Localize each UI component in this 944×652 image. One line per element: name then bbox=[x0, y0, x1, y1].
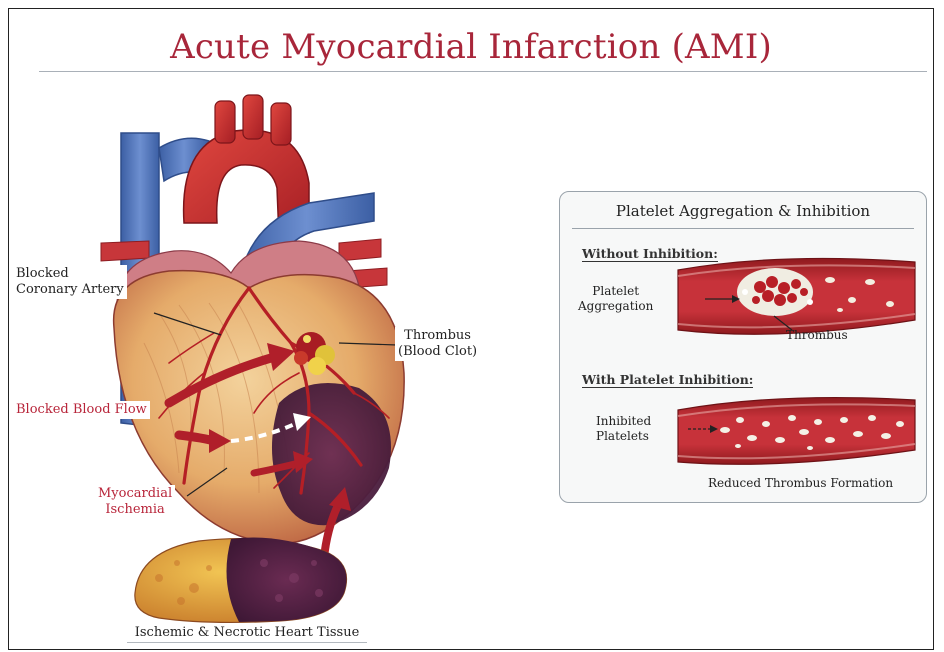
label-blocked-flow: Blocked Blood Flow bbox=[13, 401, 150, 419]
label-ischemia: Myocardial Ischemia bbox=[95, 485, 175, 519]
vessel-without-inhibition bbox=[678, 258, 915, 334]
figure-frame: Acute Myocardial Infarction (AMI) bbox=[8, 8, 934, 650]
vessel-with-inhibition bbox=[678, 398, 915, 465]
label-thrombus-small: Thrombus bbox=[786, 328, 848, 343]
thrombus-cluster bbox=[737, 268, 813, 316]
platelet-panel: Platelet Aggregation & Inhibition bbox=[559, 191, 927, 503]
heading-without-inhibition: Without Inhibition: bbox=[582, 246, 718, 262]
heading-with-inhibition: With Platelet Inhibition: bbox=[582, 372, 753, 388]
title-divider bbox=[39, 71, 927, 72]
panel-vessels bbox=[560, 192, 926, 502]
tissue-slab bbox=[135, 538, 347, 623]
page-title: Acute Myocardial Infarction (AMI) bbox=[9, 27, 933, 67]
label-reduced-thrombus: Reduced Thrombus Formation bbox=[708, 476, 893, 491]
label-blocked-artery: Blocked Coronary Artery bbox=[13, 265, 127, 299]
tissue-caption: Ischemic & Necrotic Heart Tissue bbox=[127, 625, 367, 643]
label-thrombus: Thrombus (Blood Clot) bbox=[395, 327, 480, 361]
label-inhibited-platelets: Inhibited Platelets bbox=[596, 414, 651, 444]
label-platelet-aggregation: Platelet Aggregation bbox=[578, 284, 653, 314]
